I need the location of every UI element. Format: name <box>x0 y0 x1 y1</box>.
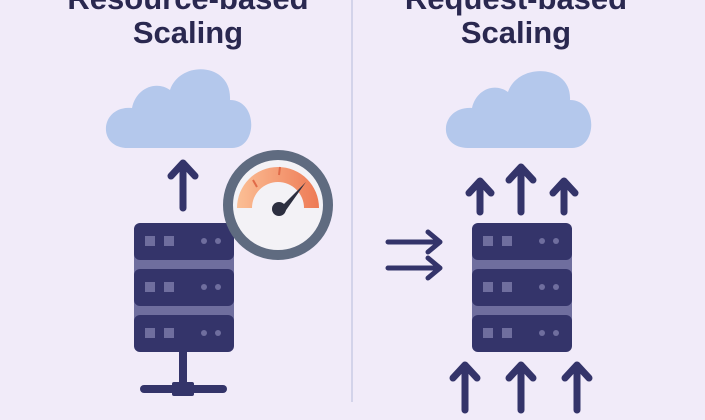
cloud-icon <box>445 71 592 148</box>
arrow-up-icon <box>465 177 495 216</box>
arrow-up-icon <box>509 365 533 410</box>
arrow-up-icon <box>565 365 589 410</box>
server-icon <box>472 223 572 352</box>
server-icon <box>134 223 234 352</box>
incoming-requests-icon <box>385 229 443 281</box>
cloud-icon <box>105 69 252 148</box>
title-line-2: Scaling <box>132 15 244 50</box>
gauge-icon <box>223 150 333 260</box>
network-icon <box>140 352 227 396</box>
title-line-2: Scaling <box>460 15 572 50</box>
title-line-1: Resource-based <box>18 0 358 16</box>
arrow-up-icon <box>509 167 533 212</box>
arrow-up-icon <box>171 163 195 208</box>
resource-based-title: Resource-based Scaling <box>18 0 358 50</box>
title-line-1: Request-based <box>346 0 686 16</box>
arrow-up-icon <box>453 365 477 410</box>
request-based-title: Request-based Scaling <box>346 0 686 50</box>
arrow-up-icon <box>549 177 579 216</box>
